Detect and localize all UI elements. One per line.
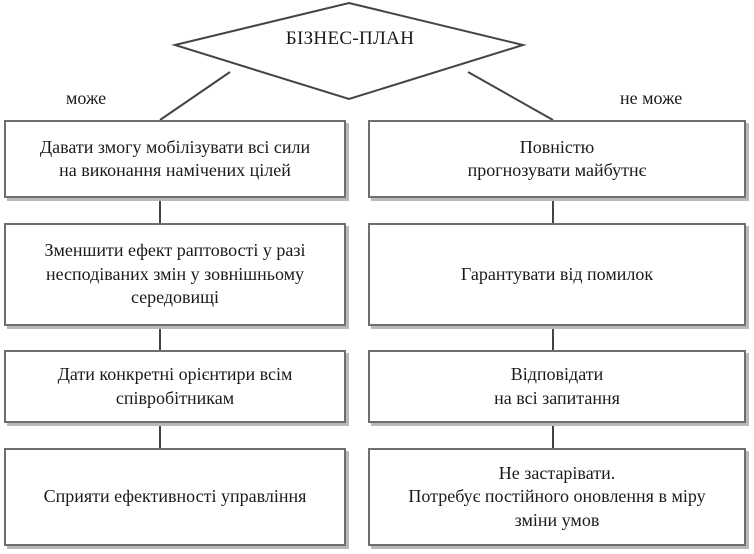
cannot-box-4-text: Не застарівати. Потребує постійного онов…: [408, 462, 706, 530]
cannot-box-1: Повністю прогнозувати майбутнє: [368, 120, 746, 198]
title-diamond: [171, 1, 527, 101]
cannot-box-4: Не застарівати. Потребує постійного онов…: [368, 448, 746, 546]
cannot-box-2-text: Гарантувати від помилок: [460, 263, 654, 284]
can-box-1-text: Давати змогу мобілізувати всі сили на ви…: [39, 136, 311, 180]
cannot-box-3-text: Відповідати на всі запитання: [494, 364, 620, 408]
can-box-4-text: Сприяти ефективності управління: [43, 486, 307, 507]
right-diagonal-connector: [467, 71, 554, 121]
can-box-4: Сприяти ефективності управління: [4, 448, 346, 546]
can-box-2-text: Зменшити ефект раптовості у разі несподі…: [44, 240, 306, 308]
can-box-2: Зменшити ефект раптовості у разі несподі…: [4, 223, 346, 326]
branch-label-cannot: не може: [620, 88, 683, 108]
left-diagonal-connector: [159, 71, 231, 121]
can-box-3: Дати конкретні орієнтири всім співробітн…: [4, 350, 346, 423]
can-box-1: Давати змогу мобілізувати всі сили на ви…: [4, 120, 346, 198]
cannot-box-1-text: Повністю прогнозувати майбутнє: [467, 136, 647, 180]
diagram-title: БІЗНЕС-ПЛАН: [285, 28, 415, 49]
cannot-box-3: Відповідати на всі запитання: [368, 350, 746, 423]
cannot-box-2: Гарантувати від помилок: [368, 223, 746, 326]
branch-label-can: може: [66, 88, 107, 108]
can-box-3-text: Дати конкретні орієнтири всім співробітн…: [57, 364, 293, 408]
